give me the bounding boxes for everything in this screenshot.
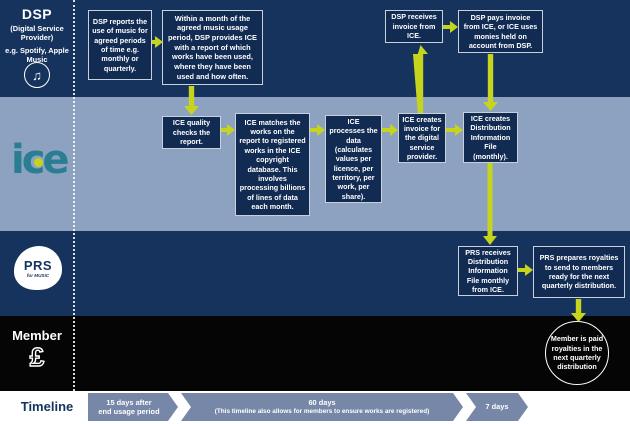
timeline-title: Timeline bbox=[20, 399, 74, 414]
box-dsp-pays-invoice: DSP pays invoice from ICE, or ICE uses m… bbox=[458, 10, 543, 53]
label-content-divider bbox=[73, 0, 75, 391]
arrow-right-icon bbox=[152, 36, 163, 48]
dsp-subtitle: (Digital Service Provider) bbox=[10, 24, 64, 43]
box-ice-creates-dif: ICE creates Distribution Information Fil… bbox=[463, 112, 518, 163]
box-dsp-reports: DSP reports the use of music for agreed … bbox=[88, 10, 152, 80]
prs-logo-main: PRS bbox=[23, 257, 53, 273]
timeline-segment-line2: end usage period bbox=[98, 407, 160, 416]
member-lane-label: Member bbox=[12, 328, 62, 343]
timeline-segment-line2: (This timeline also allows for members t… bbox=[214, 407, 430, 415]
member-paid-circle: Member is paid royalties in the next qua… bbox=[545, 321, 609, 385]
ice-logo: ice bbox=[11, 140, 70, 180]
prs-logo-sub: for MUSIC bbox=[26, 272, 50, 278]
box-prs-prepares-royalties: PRS prepares royalties to send to member… bbox=[533, 246, 625, 298]
timeline-segment-15-days: 15 days after end usage period bbox=[88, 393, 178, 421]
lane-member bbox=[0, 316, 630, 391]
dsp-lane-label: DSP (Digital Service Provider) e.g. Spot… bbox=[0, 6, 74, 64]
timeline-segment-7-days: 7 days bbox=[466, 393, 528, 421]
prs-for-music-logo: PRS for MUSIC bbox=[14, 246, 62, 290]
dsp-title: DSP bbox=[21, 6, 53, 22]
pound-sterling-icon: £ bbox=[29, 341, 45, 372]
timeline-segment-line1: 15 days after bbox=[106, 397, 152, 407]
box-dsp-provides-report: Within a month of the agreed music usage… bbox=[162, 10, 263, 85]
dsp-examples: e.g. Spotify, Apple Music bbox=[5, 45, 69, 64]
timeline-segment-60-days: 60 days (This timeline also allows for m… bbox=[181, 393, 463, 421]
box-dsp-receives-invoice: DSP receives invoice from ICE. bbox=[385, 10, 443, 43]
timeline-segment-line1: 60 days bbox=[308, 398, 336, 408]
timeline-segment-line1: 7 days bbox=[485, 402, 509, 412]
music-notes-icon: ♫ bbox=[24, 62, 50, 88]
music-notes-glyph: ♫ bbox=[32, 67, 42, 83]
box-ice-processes-data: ICE processes the data (calculates value… bbox=[325, 115, 382, 203]
box-ice-matches-works: ICE matches the works on the report to r… bbox=[235, 113, 310, 216]
ice-logo-dot-icon bbox=[34, 158, 43, 167]
lane-ice bbox=[0, 97, 630, 231]
box-ice-creates-invoice: ICE creates invoice for the digital serv… bbox=[398, 113, 446, 163]
box-prs-receives-dif: PRS receives Distribution Information Fi… bbox=[458, 246, 518, 296]
box-ice-quality-checks: ICE quality checks the report. bbox=[162, 116, 221, 149]
